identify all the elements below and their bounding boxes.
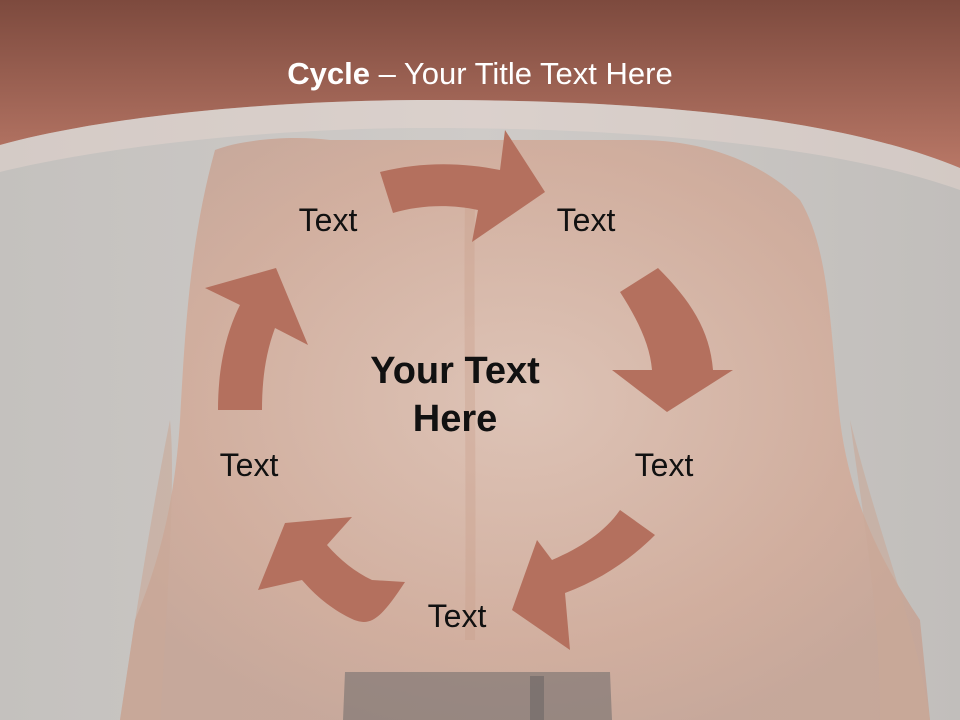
slide-title-dash: – — [370, 56, 404, 91]
cycle-arrow-bottom-left — [258, 517, 405, 622]
slide-title-rest: Your Title Text Here — [403, 56, 673, 91]
cycle-arrow-right — [612, 268, 733, 412]
cycle-node-1-label: Text — [298, 202, 358, 238]
slide-title: Cycle – Your Title Text Here — [0, 52, 960, 96]
cycle-center-text: Your Text Here — [370, 350, 540, 440]
cycle-node-3-label: Text — [634, 447, 694, 483]
slide-title-bold: Cycle — [287, 56, 370, 91]
cycle-node-2-label: Text — [556, 202, 616, 238]
cycle-node-5-label: Text — [219, 447, 279, 483]
cycle-node-4-label: Text — [427, 598, 487, 634]
title-band — [0, 0, 960, 190]
cycle-arrow-top — [380, 130, 545, 242]
cycle-arrow-bottom-right — [512, 510, 655, 650]
cycle-arrow-left — [205, 268, 308, 410]
